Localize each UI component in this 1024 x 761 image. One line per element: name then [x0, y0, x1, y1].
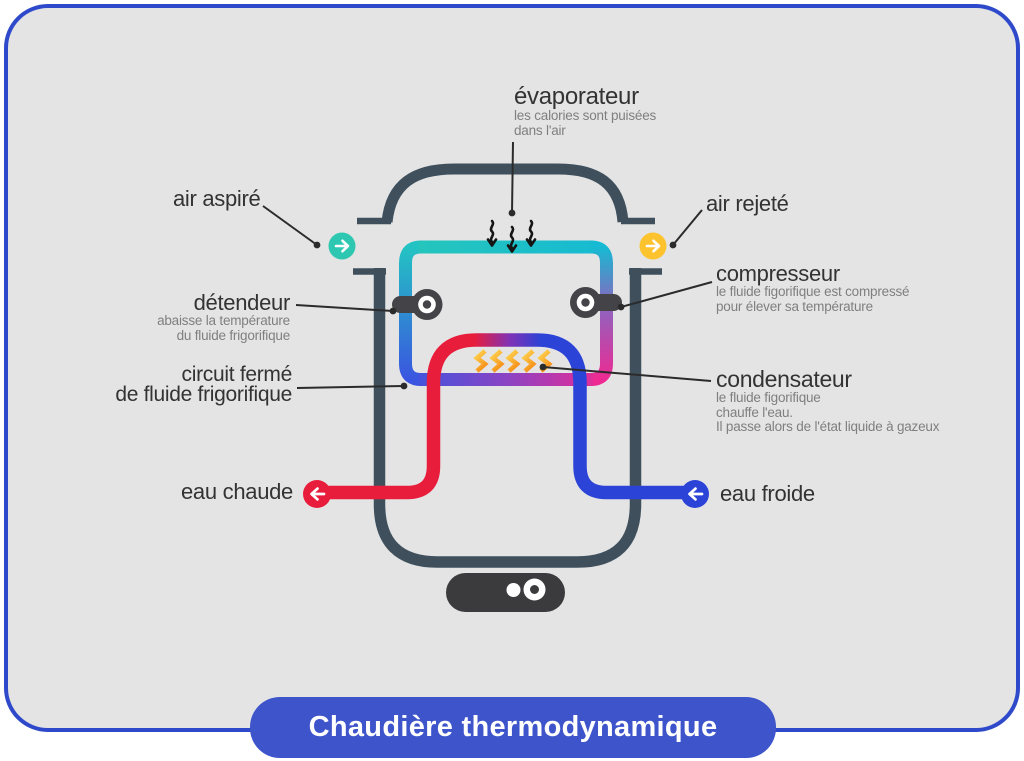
pointer-lines [262, 141, 713, 390]
label-circuit-ferme: circuit fermé de fluide frigorifique [115, 363, 293, 406]
tank-body [353, 268, 662, 568]
refrigerant-loop [399, 240, 613, 386]
condensateur-desc-line3: Il passe alors de l'état liquide à gazeu… [716, 419, 940, 435]
condensateur-desc-line1: le fluide figorifique [716, 390, 821, 406]
circuit-ferme-line2: de fluide frigorifique [115, 383, 292, 406]
label-air-rejete: air rejeté [706, 192, 789, 215]
hot-water-out-icon [303, 480, 331, 508]
evaporateur-desc-line2: dans l'air [514, 122, 566, 138]
tank-dome [357, 163, 655, 225]
page-title: Chaudière thermodynamique [308, 711, 718, 743]
compresseur-title: compresseur [716, 261, 840, 286]
detendeur-desc-line2: du fluide frigorifique [176, 327, 291, 343]
air-out-icon [639, 232, 667, 260]
compresseur-device [570, 287, 622, 318]
heat-wave-arrows-icon [486, 219, 537, 253]
eau-froide-title: eau froide [720, 481, 815, 506]
label-eau-chaude: eau chaude [181, 480, 293, 503]
circuit-ferme-line1: circuit fermé [181, 363, 293, 386]
evaporateur-title: évaporateur [514, 83, 639, 110]
label-compresseur: compresseur le fluide figorifique est co… [716, 261, 910, 314]
air-rejete-title: air rejeté [706, 191, 789, 216]
condensateur-desc-line2: chauffe l'eau. [716, 404, 793, 420]
label-condensateur: condensateur le fluide figorifique chauf… [716, 367, 939, 435]
detendeur-title: détendeur [193, 290, 291, 315]
detendeur-device [392, 289, 443, 320]
label-evaporateur: évaporateur les calories sont puisées da… [514, 84, 656, 138]
detendeur-desc-line1: abaisse la température [157, 313, 290, 329]
air-in-icon [328, 232, 356, 260]
title-banner: Chaudière thermodynamique [250, 697, 776, 758]
label-detendeur: détendeur abaisse la température du flui… [157, 291, 290, 343]
evaporateur-desc-line1: les calories sont puisées [514, 108, 657, 124]
compresseur-desc-line1: le fluide figorifique est compressé [716, 284, 910, 300]
tank-base [446, 573, 565, 612]
air-aspire-title: air aspiré [173, 186, 261, 211]
label-eau-froide: eau froide [720, 482, 815, 505]
condenser-flames-icon [473, 349, 553, 373]
compresseur-desc-line2: pour élever sa température [716, 298, 873, 314]
label-air-aspire: air aspiré [173, 186, 261, 211]
water-pipe [327, 333, 687, 500]
cold-water-in-icon [681, 480, 709, 508]
condensateur-title: condensateur [716, 366, 852, 392]
eau-chaude-title: eau chaude [181, 479, 293, 504]
